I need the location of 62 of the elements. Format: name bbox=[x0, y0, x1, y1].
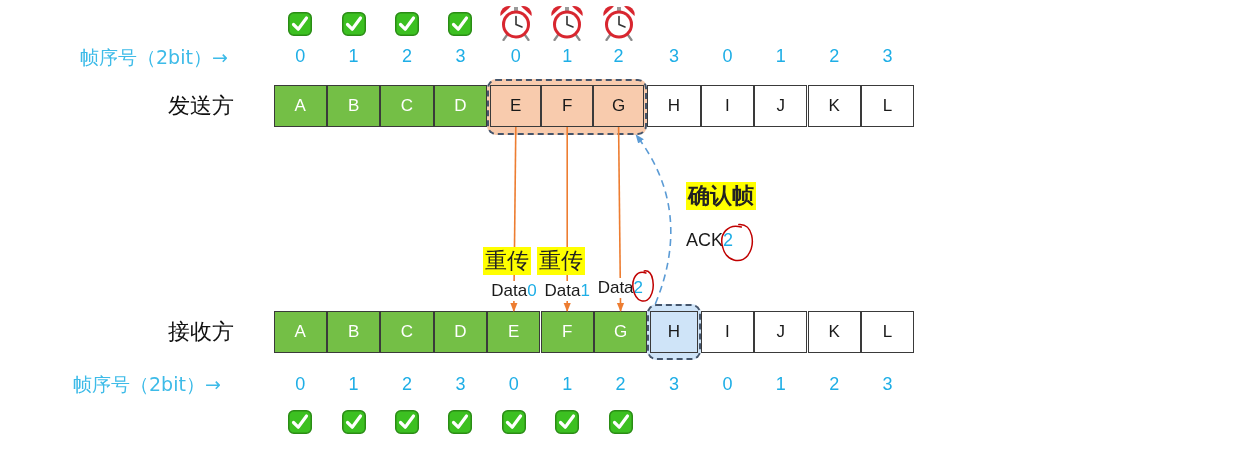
frame-cell: G bbox=[592, 85, 645, 127]
sequence-number-caption: 帧序号（2bit）→ bbox=[80, 45, 228, 69]
frame-cell: F bbox=[540, 311, 594, 353]
ack-label: ACK2 bbox=[686, 229, 734, 251]
frame-cell: J bbox=[754, 311, 808, 353]
sequence-number: 0 bbox=[509, 45, 522, 68]
sequence-number: 2 bbox=[401, 373, 413, 396]
sequence-number: 2 bbox=[401, 45, 413, 68]
frame-cell: F bbox=[541, 85, 593, 127]
arrow bbox=[616, 126, 625, 312]
frame-cell: K bbox=[807, 85, 861, 127]
sequence-number: 0 bbox=[507, 373, 520, 396]
sequence-number: 1 bbox=[774, 373, 787, 396]
frame-cell: L bbox=[860, 85, 915, 127]
sequence-number: 1 bbox=[347, 45, 360, 68]
frame-cell: L bbox=[860, 311, 915, 353]
sequence-number: 0 bbox=[294, 373, 307, 396]
dashed-frame bbox=[647, 304, 701, 360]
highlighted-label: 确认帧 bbox=[686, 182, 756, 210]
frame-cell: G bbox=[593, 311, 648, 353]
frame-cell: E bbox=[490, 85, 542, 127]
sequence-number: 1 bbox=[561, 373, 574, 396]
sequence-number: 3 bbox=[881, 45, 894, 68]
sequence-number: 3 bbox=[668, 373, 680, 396]
sequence-number: 3 bbox=[454, 373, 467, 396]
sequence-number: 0 bbox=[721, 45, 734, 68]
dashed-frame bbox=[487, 79, 648, 135]
frame-cell: B bbox=[326, 311, 381, 353]
sequence-number: 3 bbox=[668, 45, 680, 68]
sequence-number: 3 bbox=[454, 45, 467, 68]
sequence-number: 0 bbox=[294, 45, 307, 68]
sequence-number: 1 bbox=[347, 373, 360, 396]
frame-cell: E bbox=[487, 311, 541, 353]
sequence-number: 3 bbox=[881, 373, 894, 396]
frame-cell: C bbox=[380, 311, 434, 353]
highlighted-label: 重传 bbox=[537, 247, 585, 275]
frame-cell: K bbox=[807, 311, 861, 353]
sequence-number: 2 bbox=[828, 45, 841, 68]
frame-cell: J bbox=[754, 85, 808, 127]
row-label: 接收方 bbox=[168, 318, 234, 346]
sequence-number: 2 bbox=[612, 45, 625, 68]
frame-cell: D bbox=[433, 311, 488, 353]
row-label: 发送方 bbox=[168, 92, 234, 120]
sequence-number: 1 bbox=[561, 45, 574, 68]
frame-cell: I bbox=[700, 311, 755, 353]
sequence-number: 0 bbox=[721, 373, 734, 396]
sequence-number: 1 bbox=[774, 45, 787, 68]
frame-cell: H bbox=[647, 85, 701, 127]
frame-cell: C bbox=[380, 85, 434, 127]
frame-cell: A bbox=[273, 311, 327, 353]
sequence-number: 2 bbox=[828, 373, 841, 396]
frame-cell: A bbox=[273, 85, 327, 127]
edge-label: Data1 bbox=[542, 281, 592, 301]
frame-cell: I bbox=[700, 85, 755, 127]
frame-cell: B bbox=[326, 85, 381, 127]
frame-cell: H bbox=[650, 311, 698, 353]
frame-cell: D bbox=[433, 85, 488, 127]
highlighted-label: 重传 bbox=[483, 247, 531, 275]
dashed-arrow bbox=[635, 134, 672, 305]
sequence-number: 2 bbox=[614, 373, 627, 396]
sequence-number-caption: 帧序号（2bit）→ bbox=[73, 372, 221, 396]
edge-label: Data0 bbox=[489, 281, 539, 301]
